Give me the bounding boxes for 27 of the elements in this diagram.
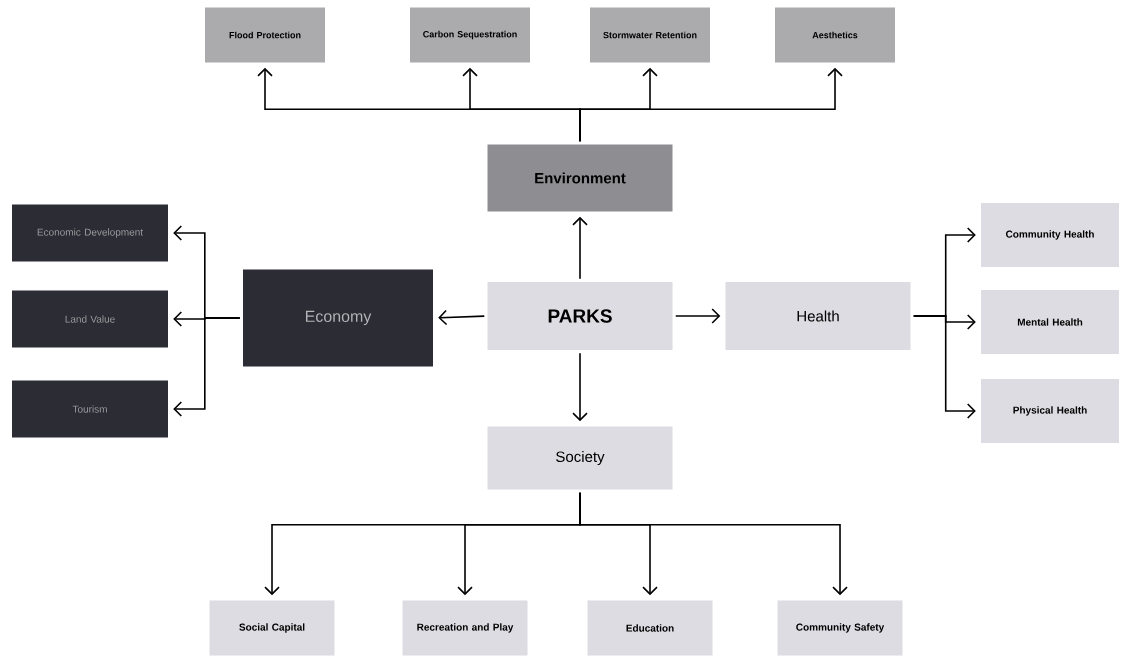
benefit-box: Mental Health [981,290,1119,354]
benefit-box: Tourism [12,380,168,438]
arrow [173,317,241,417]
benefit-box: Flood Protection [205,7,325,63]
benefit-box: Carbon Sequestration [410,7,530,63]
benefit-box: Recreation and Play [402,600,528,656]
category-box: Health [725,282,911,350]
arrow [572,216,588,280]
arrow [572,352,588,422]
benefit-box: Aesthetics [775,7,895,63]
category-box: Environment [487,144,673,212]
center-box: PARKS [487,282,673,350]
arrow [674,308,721,324]
category-box: Society [487,426,673,490]
benefit-box: Community Safety [777,600,903,656]
benefit-box: Education [587,600,713,656]
benefit-box: Physical Health [981,379,1119,443]
arrow [438,309,486,326]
arrow [579,491,848,596]
benefit-box: Stormwater Retention [590,7,710,63]
benefit-box: Community Health [981,203,1119,267]
benefit-box: Economic Development [12,204,168,262]
arrow [912,315,976,419]
category-box: Economy [243,269,433,367]
benefit-box: Land Value [12,290,168,348]
arrow [579,67,843,143]
benefit-box: Social Capital [209,600,335,656]
